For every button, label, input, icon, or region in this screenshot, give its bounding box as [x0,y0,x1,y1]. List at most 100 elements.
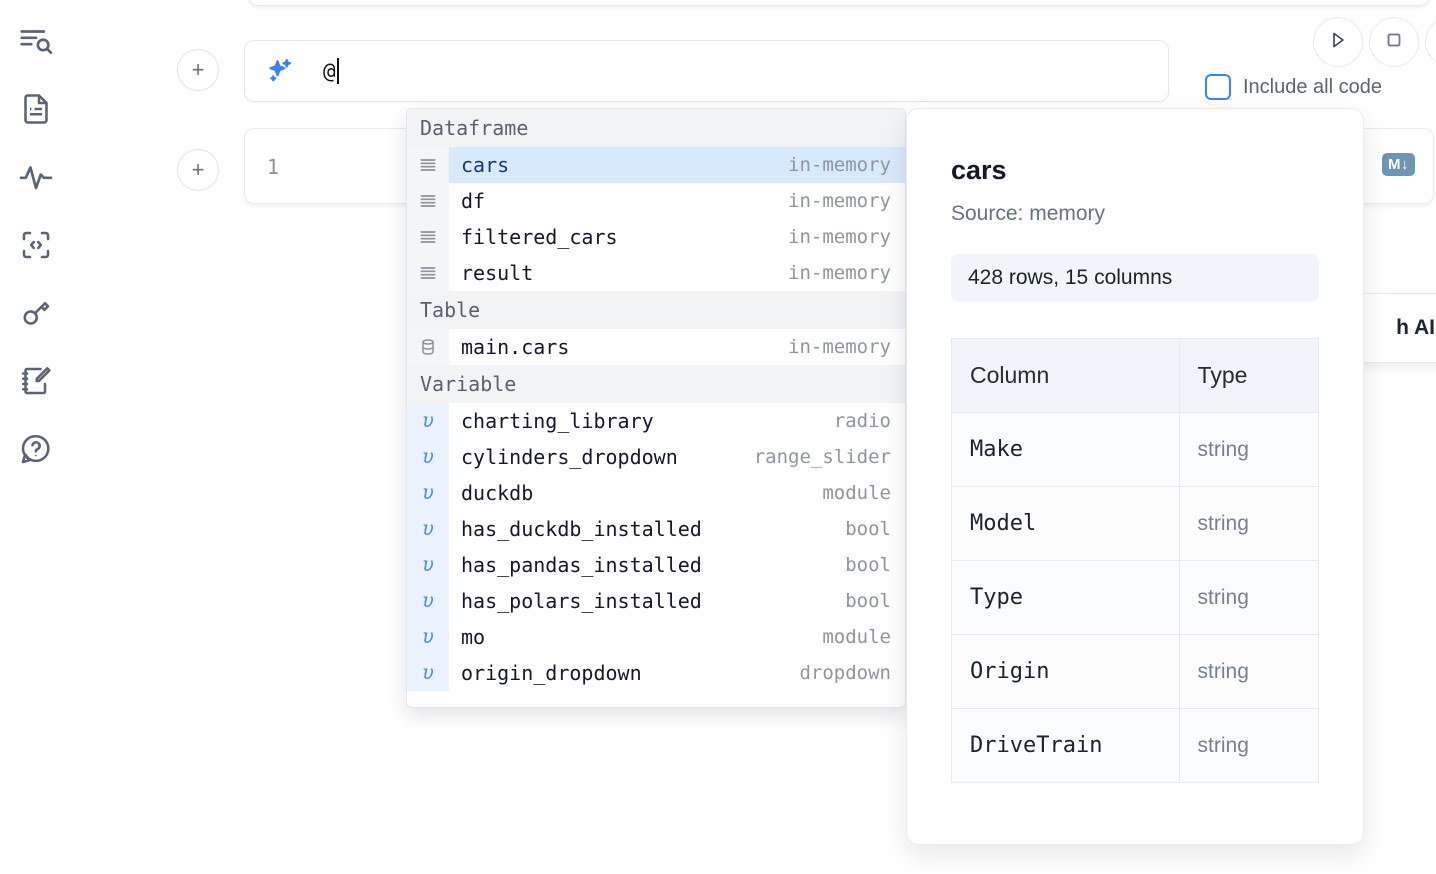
autocomplete-item-type: in-memory [788,262,891,284]
more-options-button[interactable] [1425,17,1436,67]
detail-title: cars [951,155,1007,185]
autocomplete-item-name: filtered_cars [461,225,618,249]
schema-column-name: Model [951,486,1180,561]
notebook-edit-icon [18,363,54,399]
autocomplete-item-name: cars [461,153,510,177]
autocomplete-item[interactable]: result in-memory [407,255,905,291]
include-all-code-checkbox[interactable] [1205,74,1231,100]
help-chat-icon [18,431,54,467]
add-cell-button-bottom[interactable]: + [177,149,219,191]
ai-prompt-value: @ [323,59,336,83]
autocomplete-item[interactable]: df in-memory [407,183,905,219]
sidebar-item-help[interactable] [13,426,59,472]
variable-icon: υ [407,619,449,655]
key-icon [18,295,54,331]
stop-button[interactable] [1369,17,1419,67]
variable-icon: υ [407,475,449,511]
sidebar-item-notebook[interactable] [13,86,59,132]
autocomplete-item[interactable]: υ has_duckdb_installed bool [407,511,905,547]
autocomplete-item-type: bool [845,554,891,576]
table-header-row: Column Type [951,338,1320,413]
autocomplete-item[interactable]: cars in-memory [407,147,905,183]
schema-column-type: string [1178,634,1320,709]
variable-icon: υ [407,655,449,691]
dataframe-icon [407,219,449,255]
autocomplete-item-type: module [822,626,891,648]
sidebar-item-snippets[interactable] [13,222,59,268]
autocomplete-item[interactable]: υ cylinders_dropdown range_slider [407,439,905,475]
generate-with-ai-card[interactable]: h AI [1355,293,1436,363]
plus-icon: + [191,57,205,82]
autocomplete-group-header: Table [407,291,905,329]
stop-square-icon [1382,28,1406,57]
search-outline-icon [17,22,55,60]
autocomplete-item[interactable]: main.cars in-memory [407,329,905,365]
autocomplete-item-type: in-memory [788,226,891,248]
schema-column-name: Origin [951,634,1180,709]
dataframe-icon [407,255,449,291]
autocomplete-item-name: result [461,261,534,285]
autocomplete-item-type: radio [833,410,891,432]
variable-icon: υ [407,511,449,547]
autocomplete-item[interactable]: υ charting_library radio [407,403,905,439]
variable-icon: υ [407,547,449,583]
autocomplete-item-type: range_slider [753,446,891,468]
dataframe-icon [407,183,449,219]
play-icon [1326,28,1350,57]
schema-column-type: string [1178,708,1320,783]
variable-icon: υ [407,439,449,475]
autocomplete-item-type: bool [845,518,891,540]
schema-column-name: Make [951,412,1180,487]
run-button[interactable] [1313,17,1363,67]
include-all-code-label: Include all code [1243,75,1382,98]
autocomplete-item-name: cylinders_dropdown [461,445,678,469]
include-all-code-row[interactable]: Include all code [1205,74,1382,100]
autocomplete-item-name: df [461,189,486,213]
ai-prompt-bar[interactable]: @ [244,40,1169,102]
variable-icon: υ [407,403,449,439]
autocomplete-item-type: bool [845,590,891,612]
detail-shape-badge: 428 rows, 15 columns [951,254,1319,302]
autocomplete-item-type: in-memory [788,154,891,176]
autocomplete-item-name: has_duckdb_installed [461,517,702,541]
cell-above-sliver [248,0,1430,6]
schema-column-type: string [1178,486,1320,561]
schema-column-type: string [1178,560,1320,635]
autocomplete-item[interactable]: filtered_cars in-memory [407,219,905,255]
sidebar-item-secrets[interactable] [13,290,59,336]
column-header-type: Type [1178,338,1320,413]
markdown-badge[interactable]: M↓ [1382,153,1415,176]
add-cell-button-top[interactable]: + [177,49,219,91]
autocomplete-item-name: main.cars [461,335,570,359]
sidebar-item-explore[interactable] [13,18,59,64]
autocomplete-item-name: duckdb [461,481,534,505]
autocomplete-item-name: mo [461,625,486,649]
autocomplete-item-type: module [822,482,891,504]
sidebar-item-scratchpad[interactable] [13,358,59,404]
table-icon [407,329,449,365]
ai-prompt-input[interactable]: @ [323,58,1150,84]
autocomplete-item-name: charting_library [461,409,654,433]
autocomplete-item-type: in-memory [788,336,891,358]
code-snippet-icon [18,227,54,263]
autocomplete-item-type: in-memory [788,190,891,212]
column-header-column: Column [951,338,1180,413]
sparkle-icon [263,54,297,88]
line-number: 1 [267,155,280,179]
sidebar-item-activity[interactable] [13,154,59,200]
activity-icon [17,158,55,196]
text-caret [336,58,339,84]
notebook-area: + + @ [72,0,1436,874]
